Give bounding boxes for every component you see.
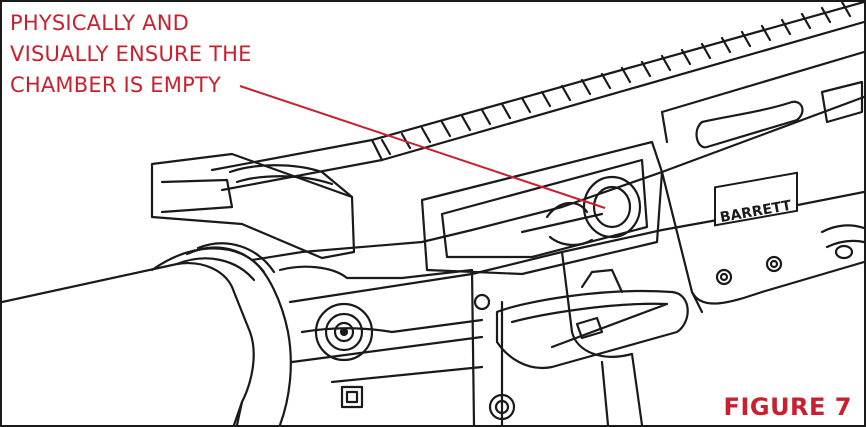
ejection-port — [420, 140, 664, 276]
takedown-pin — [314, 302, 374, 362]
stock-illustration — [2, 242, 292, 425]
dust-cover — [495, 268, 689, 370]
barrett-logo: BARRETT — [714, 171, 798, 227]
callout-line-2: VISUALLY ENSURE THE — [10, 42, 252, 66]
callout-line-1: PHYSICALLY AND — [10, 11, 189, 35]
picatinny-rail — [210, 2, 864, 192]
figure-label: FIGURE 7 — [723, 393, 852, 421]
callout-leader-line — [239, 85, 606, 209]
callout-text: PHYSICALLY AND VISUALLY ENSURE THE CHAMB… — [10, 8, 310, 101]
callout-line-3: CHAMBER IS EMPTY — [10, 73, 221, 97]
charging-handle — [150, 152, 356, 260]
